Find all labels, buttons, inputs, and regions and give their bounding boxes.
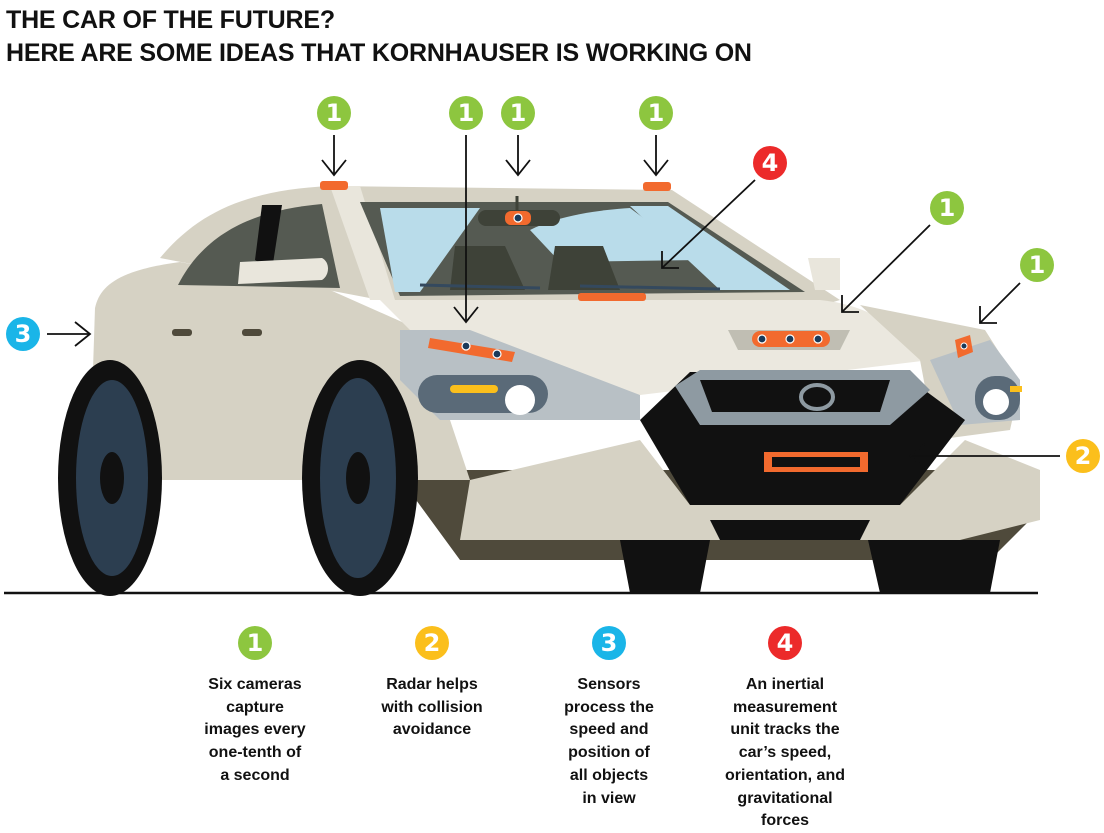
callout-badge-camera-side-right: 1 xyxy=(1020,248,1054,282)
a-pillar xyxy=(330,186,395,300)
callout-badge-camera-hood: 1 xyxy=(930,191,964,225)
roof-camera-left xyxy=(320,181,348,190)
wheel-front-left xyxy=(302,360,418,596)
logo xyxy=(799,383,835,411)
front-bumper xyxy=(460,440,1040,540)
callout-badge-radar: 2 xyxy=(1066,439,1100,473)
side-mirror xyxy=(238,258,328,284)
title-line-1: THE CAR OF THE FUTURE? xyxy=(6,6,335,34)
callout-badge-camera-roof-left: 1 xyxy=(317,96,351,130)
callout-badge-camera-front-left: 1 xyxy=(449,96,483,130)
callout-badge-camera-roof-right: 1 xyxy=(639,96,673,130)
title-line-2: HERE ARE SOME IDEAS THAT KORNHAUSER IS W… xyxy=(6,39,752,67)
wiper-left xyxy=(419,283,541,290)
legend-badge-3: 3 xyxy=(592,626,626,660)
legend-badge-4: 4 xyxy=(768,626,802,660)
legend-badge-1: 1 xyxy=(238,626,272,660)
window-pillar xyxy=(255,205,282,270)
tire-front-right xyxy=(868,540,1000,593)
fog-light-left xyxy=(505,385,535,415)
seat-left xyxy=(450,246,525,290)
page-title: THE CAR OF THE FUTURE? HERE ARE SOME IDE… xyxy=(6,4,752,70)
seat-right xyxy=(548,246,620,290)
right-mirror xyxy=(808,258,840,290)
tire-front-left xyxy=(620,540,710,593)
imu-unit xyxy=(578,293,646,301)
legend-badge-2: 2 xyxy=(415,626,449,660)
wiper-right xyxy=(579,284,721,291)
wheel-rear xyxy=(58,360,162,596)
windshield-glass-right xyxy=(630,206,790,290)
callout-badge-camera-mirror: 1 xyxy=(501,96,535,130)
callout-badge-imu: 4 xyxy=(753,146,787,180)
roof-camera-right xyxy=(643,182,671,191)
windshield-glass-left xyxy=(380,208,480,292)
callout-arrows xyxy=(47,135,1060,469)
callout-badge-sensors: 3 xyxy=(6,317,40,351)
